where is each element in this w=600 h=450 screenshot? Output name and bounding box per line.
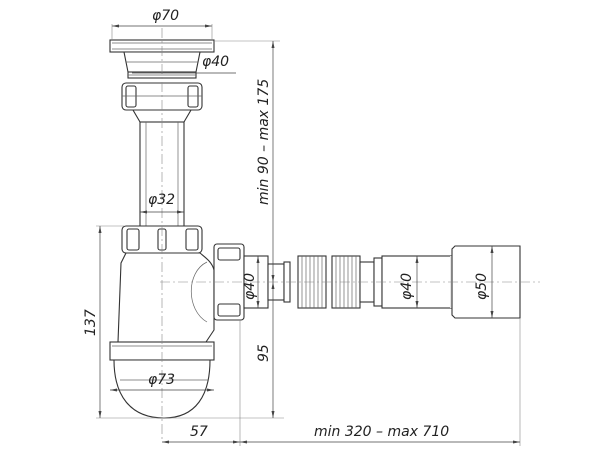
label-dia-32: φ32 <box>148 192 175 208</box>
dim-70 <box>111 24 213 40</box>
label-length-range: min 320 – max 710 <box>314 424 449 440</box>
label-height-137: 137 <box>83 309 99 336</box>
label-dia-50: φ50 <box>474 273 490 300</box>
label-height-95: 95 <box>256 344 272 362</box>
label-dia-40-side: φ40 <box>242 273 258 300</box>
label-dia-40-hose: φ40 <box>399 273 415 300</box>
dim-length-range <box>240 318 521 446</box>
centerlines <box>160 28 540 440</box>
dim-57 <box>162 320 241 446</box>
dim-95 <box>164 282 284 419</box>
dim-height-range <box>214 40 280 282</box>
label-dia-73: φ73 <box>148 372 175 388</box>
bottle-body <box>109 252 215 419</box>
dim-137 <box>96 225 164 419</box>
label-offset-57: 57 <box>190 424 208 440</box>
label-height-range: min 90 – max 175 <box>256 79 272 205</box>
label-dia-70: φ70 <box>152 8 179 24</box>
label-dia-40-inlet: φ40 <box>202 54 229 70</box>
